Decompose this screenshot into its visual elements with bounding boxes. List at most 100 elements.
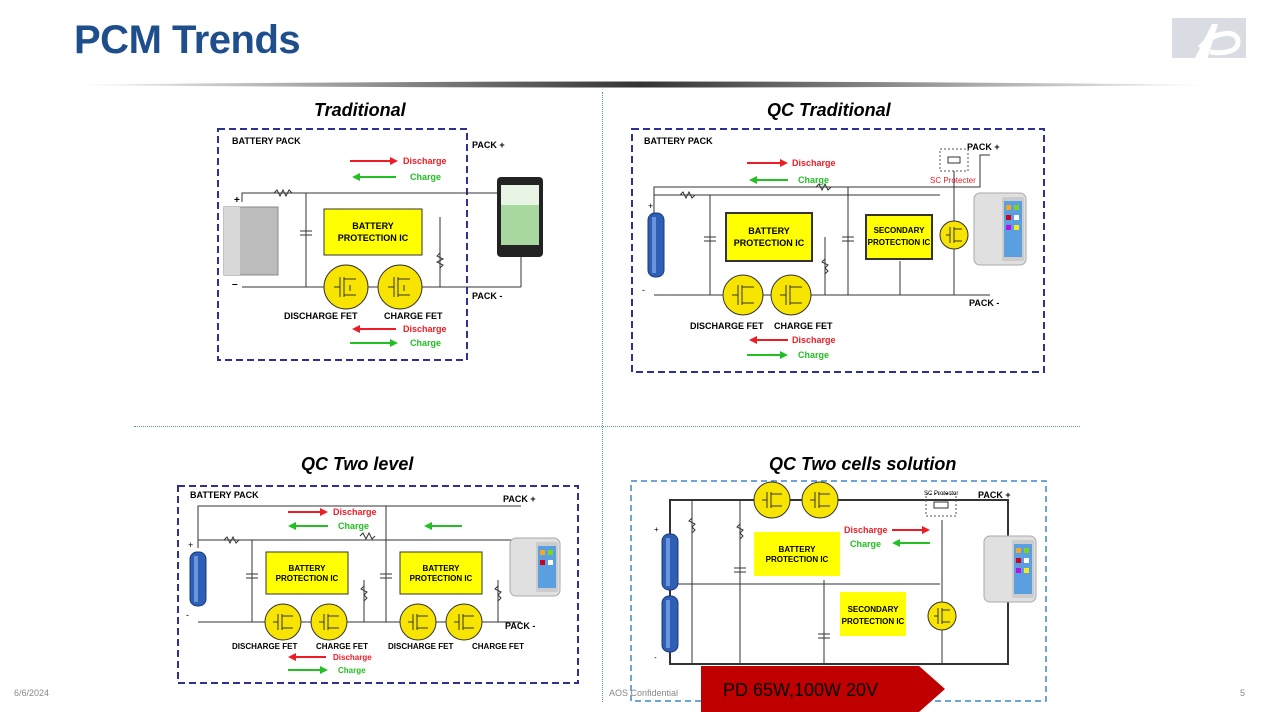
charge-arrow-icon [747,351,788,359]
battery-cell-icon: - [654,595,679,662]
svg-text:Discharge: Discharge [792,158,836,168]
svg-text:PROTECTION IC: PROTECTION IC [868,238,931,247]
discharge-arrow-icon [749,336,788,344]
svg-text:PROTECTION IC: PROTECTION IC [410,574,473,583]
quadrant-title-qc-two-cells: QC Two cells solution [769,454,957,474]
charge-arrow-icon [424,522,462,530]
svg-text:BATTERY PACK: BATTERY PACK [644,136,713,146]
diagram-traditional: BATTERY PACK PACK + PACK - Discharge Cha… [217,128,543,361]
sc-protecter-label: SC Protecter [930,176,976,185]
svg-text:PROTECTION IC: PROTECTION IC [276,574,339,583]
sc-protector-box [925,493,957,517]
charge-fet-icon [310,603,348,641]
company-logo [1172,18,1246,78]
discharge-fet-icon [722,274,764,316]
svg-text:+: + [188,540,193,550]
discharge-label: Discharge [403,156,447,166]
svg-text:Charge: Charge [850,539,881,549]
svg-text:DISCHARGE FET: DISCHARGE FET [690,321,764,331]
svg-text:Discharge: Discharge [333,507,377,517]
discharge-arrow-icon [288,508,328,516]
discharge-arrow-icon [747,159,788,167]
pd-power-banner: PD 65W,100W 20V [701,666,945,712]
svg-text:-: - [642,285,645,295]
svg-text:Discharge: Discharge [792,335,836,345]
pack-plus-label: PACK + [472,140,505,150]
svg-text:Discharge: Discharge [333,653,372,662]
charge-fet-icon [445,603,483,641]
charge-fet-icon [770,274,812,316]
sc-protector-label: SC Protector [924,491,958,497]
svg-text:–: – [232,279,238,290]
discharge-fet-icon [323,264,369,310]
charge-label: Charge [410,172,441,182]
svg-text:BATTERY: BATTERY [289,564,327,573]
svg-text:+: + [234,195,240,206]
discharge-arrow-icon [352,325,396,333]
svg-text:Charge: Charge [410,338,441,348]
svg-text:-: - [654,653,657,662]
diagram-qc-traditional: BATTERY PACK PACK + PACK - Discharge Cha… [631,128,1045,373]
diagram-qc-two-level: BATTERY PACK PACK + PACK - Discharge Cha… [177,485,579,684]
footer-date: 6/6/2024 [14,688,50,698]
svg-text:Discharge: Discharge [403,324,447,334]
discharge-fet-icon [753,481,791,519]
svg-text:Charge: Charge [798,175,829,185]
battery-cell-icon: + - [642,201,665,295]
charge-fet-icon [801,481,839,519]
quadrant-title-qc-traditional: QC Traditional [767,100,891,120]
svg-text:PROTECTION IC: PROTECTION IC [734,238,805,248]
horizontal-separator [134,426,1080,427]
discharge-arrow-icon [892,526,930,534]
smartphone-icon [497,177,543,288]
charge-arrow-icon [350,339,398,347]
svg-text:BATTERY: BATTERY [352,221,394,231]
svg-text:Charge: Charge [338,666,366,675]
pack-minus-label: PACK - [472,291,502,301]
slide-title: PCM Trends [74,18,301,62]
battery-cell-icon: +- [186,540,207,620]
charge-arrow-icon [892,539,930,547]
smartphone-icon [973,192,1027,266]
smartphone-icon [983,535,1037,603]
svg-text:Charge: Charge [798,350,829,360]
svg-text:PROTECTION IC: PROTECTION IC [338,233,409,243]
svg-text:+: + [654,525,659,534]
secondary-protection-ic [865,214,933,260]
header-divider [60,81,1220,88]
svg-text:SECONDARY: SECONDARY [874,226,925,235]
svg-text:SECONDARY: SECONDARY [848,605,899,614]
footer-confidential: AOS Confidential [609,688,679,698]
svg-text:BATTERY: BATTERY [779,545,817,554]
discharge-arrow-icon [288,653,326,661]
svg-text:Discharge: Discharge [844,525,888,535]
svg-text:DISCHARGE FET: DISCHARGE FET [232,642,297,651]
charge-arrow-icon [749,176,788,184]
svg-text:DISCHARGE FET: DISCHARGE FET [388,642,453,651]
svg-text:BATTERY PACK: BATTERY PACK [190,490,259,500]
footer-page-number: 5 [1240,688,1246,698]
svg-text:CHARGE FET: CHARGE FET [472,642,524,651]
battery-pack-label: BATTERY PACK [232,136,301,146]
discharge-fet-icon [264,603,302,641]
svg-text:PACK +: PACK + [967,142,1000,152]
charge-fet-label: CHARGE FET [384,311,443,321]
pd-power-text: PD 65W,100W 20V [723,680,878,700]
svg-text:BATTERY: BATTERY [423,564,461,573]
svg-text:CHARGE FET: CHARGE FET [774,321,833,331]
svg-text:PROTECTION IC: PROTECTION IC [842,617,905,626]
discharge-fet-label: DISCHARGE FET [284,311,358,321]
svg-text:BATTERY: BATTERY [748,226,790,236]
charge-arrow-icon [288,666,328,674]
battery-protection-ic [754,532,840,576]
svg-text:CHARGE FET: CHARGE FET [316,642,368,651]
battery-protection-ic [725,212,813,262]
quadrant-title-qc-two-level: QC Two level [301,454,414,474]
svg-text:PACK -: PACK - [505,621,535,631]
sc-fet-icon [939,171,969,295]
battery-cell-icon: + – [223,195,279,290]
charge-arrow-icon [288,522,328,530]
charge-fet-icon [377,264,423,310]
charge-arrow-icon [352,173,396,181]
quadrant-title-traditional: Traditional [314,100,406,120]
